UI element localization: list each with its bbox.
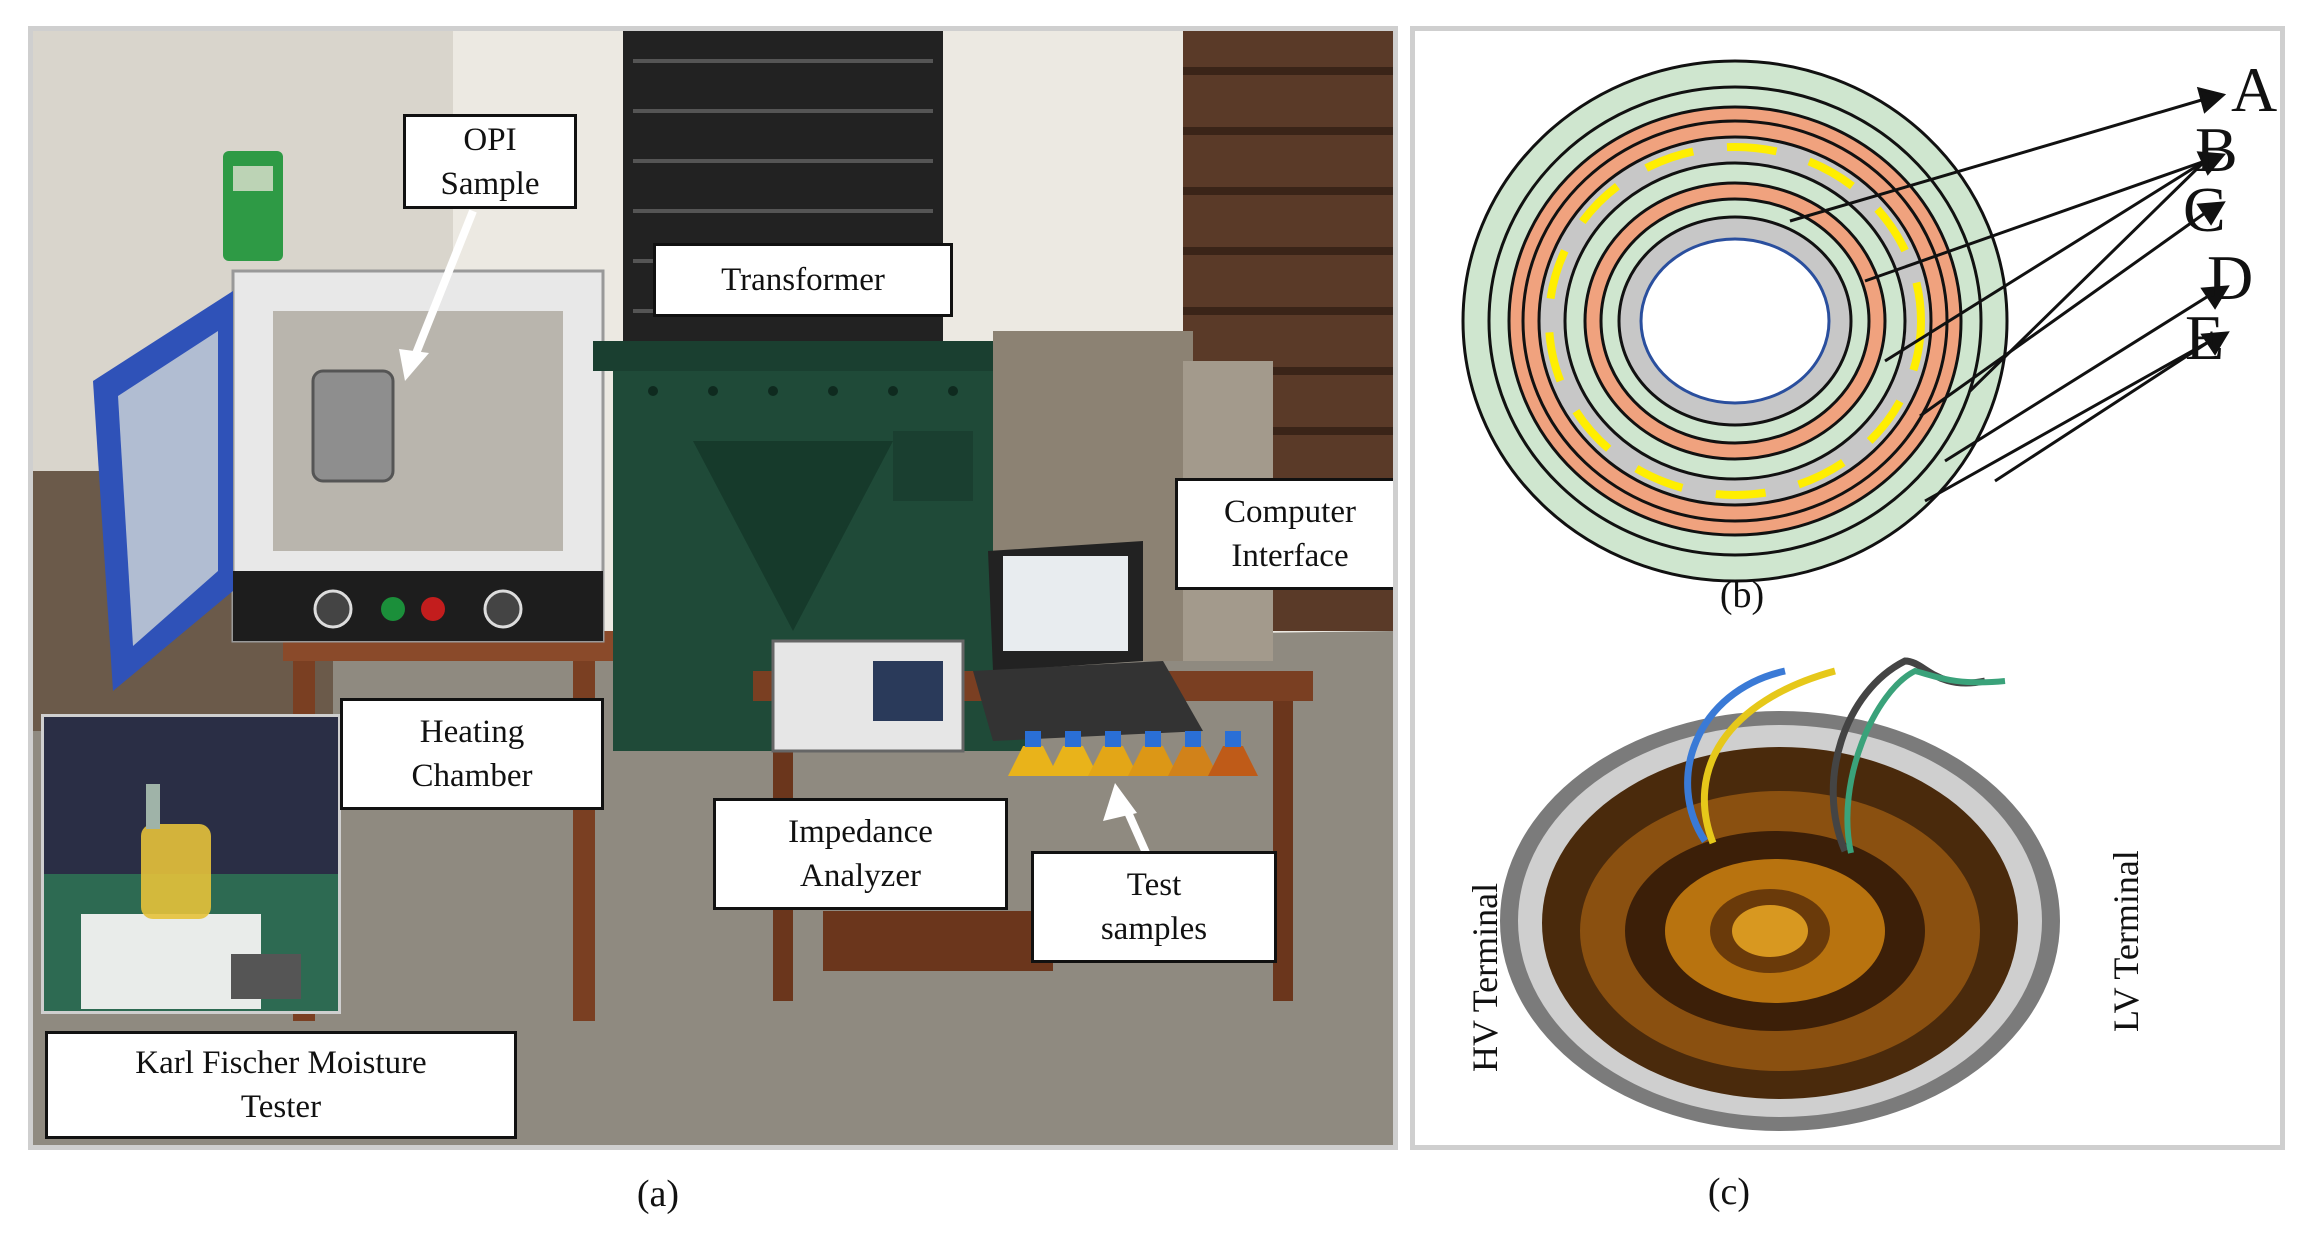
layer-letter: B <box>2195 114 2238 185</box>
label-impedance-analyzer: Impedance Analyzer <box>713 798 1008 910</box>
label-karl-fischer-tester: Karl Fischer Moisture Tester <box>45 1031 517 1139</box>
label-computer-interface: Computer Interface <box>1175 478 1393 590</box>
caption-c: (c) <box>1707 1171 1751 1213</box>
layer-letter: D <box>2207 242 2253 313</box>
caption-a: (a) <box>636 1173 680 1215</box>
label-heating-chamber: Heating Chamber <box>340 698 604 810</box>
layer-letter: E <box>2185 302 2224 373</box>
hv-terminal-label: HV Terminal <box>1465 882 1505 1072</box>
layer-letter: C <box>2183 174 2226 245</box>
caption-b: (b) <box>1719 574 1765 616</box>
label-opi-sample: OPI Sample <box>403 114 577 209</box>
label-test-samples: Test samples <box>1031 851 1277 963</box>
winding-cross-section-diagram: A B C D E <box>1461 54 2277 583</box>
setup-photo <box>33 31 1393 1145</box>
core-opening <box>1639 237 1831 405</box>
layer-letter: A <box>2231 54 2277 125</box>
lv-terminal-label: LV Terminal <box>2106 850 2146 1032</box>
right-panel: A B C D E (b) HV Terminal LV Terminal <box>1410 26 2285 1150</box>
setup-photo-panel: OPI Sample Transformer Computer Interfac… <box>28 26 1398 1150</box>
spacer-ring <box>1545 143 1925 499</box>
karl-fischer-inset-photo <box>41 714 341 1014</box>
label-transformer: Transformer <box>653 243 953 317</box>
winding-model-photo <box>1500 657 2060 1131</box>
